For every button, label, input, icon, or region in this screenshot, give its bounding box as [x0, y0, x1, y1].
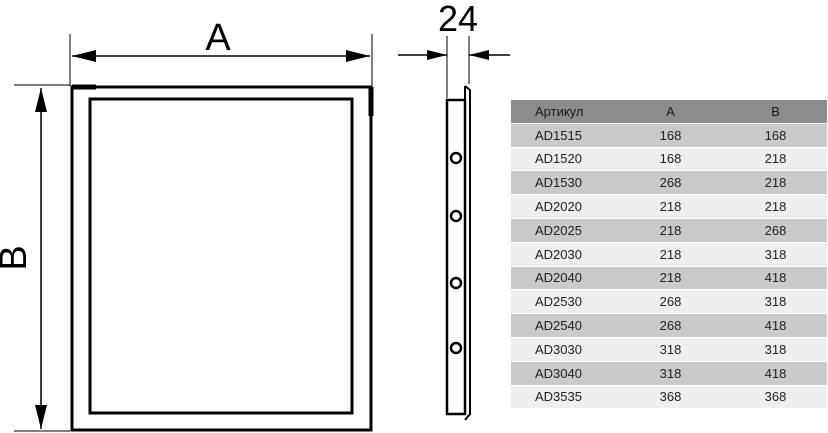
dimension-depth-label: 24	[438, 0, 478, 39]
front-view	[70, 84, 374, 432]
outer-frame	[70, 85, 373, 432]
article-cell: AD2540	[511, 313, 617, 338]
article-cell: AD1520	[511, 147, 617, 172]
table-header-row: Артикул A B	[511, 100, 827, 124]
dimension-a-cell: 318	[617, 361, 724, 386]
profile-body	[445, 98, 467, 416]
dimension-b-cell: 218	[724, 194, 827, 219]
dimension-a-cell: 368	[617, 385, 724, 410]
dimension-a-cell: 218	[617, 194, 724, 219]
article-cell: AD2040	[511, 266, 617, 291]
profile-lip	[464, 85, 471, 421]
article-cell: AD1530	[511, 170, 617, 196]
dimension-b-cell: 218	[724, 170, 827, 196]
dimension-b	[14, 84, 70, 432]
dimension-a-label: A	[205, 17, 231, 59]
dimension-b-cell: 418	[724, 361, 827, 386]
dimension-a-cell: 218	[617, 242, 724, 267]
dimension-a	[69, 34, 373, 86]
mounting-hole	[449, 276, 463, 290]
article-cell: AD2530	[511, 289, 617, 315]
dimension-b-cell: 368	[724, 385, 827, 410]
article-cell: AD2030	[511, 242, 617, 267]
article-cell: AD3030	[511, 337, 617, 362]
mounting-hole	[449, 341, 463, 355]
dim-depth-arrow-right	[469, 50, 489, 60]
dimension-b-cell: 318	[724, 242, 827, 267]
dimension-a-cell: 168	[617, 123, 724, 148]
article-cell: AD1515	[511, 123, 617, 148]
dim-depth-arrow-left	[427, 50, 447, 60]
dimension-b-cell: 418	[724, 266, 827, 291]
dim-a-arrow-left	[72, 50, 96, 62]
article-cell: AD2020	[511, 194, 617, 219]
dim-b-arrow-top	[35, 88, 47, 112]
dimension-a-cell: 268	[617, 289, 724, 315]
article-cell: AD2025	[511, 218, 617, 243]
dimension-depth	[398, 36, 510, 98]
dimension-a-cell: 218	[617, 218, 724, 243]
dimension-b-cell: 168	[724, 123, 827, 148]
dim-b-arrow-bottom	[35, 405, 47, 429]
dimension-b-cell: 318	[724, 337, 827, 362]
dimension-a-cell: 268	[617, 313, 724, 338]
dimension-b-cell: 318	[724, 289, 827, 315]
dimension-b-label: B	[0, 245, 35, 270]
dimension-b-cell: 218	[724, 147, 827, 172]
column-header-b: B	[724, 100, 827, 124]
article-cell: AD3535	[511, 385, 617, 410]
dimension-a-cell: 218	[617, 266, 724, 291]
dimension-b-cell: 418	[724, 313, 827, 338]
dimension-a-cell: 268	[617, 170, 724, 196]
column-header-a: A	[617, 100, 724, 124]
mounting-hole	[449, 209, 463, 223]
column-header-article: Артикул	[511, 100, 617, 124]
dimension-b-cell: 268	[724, 218, 827, 243]
side-profile	[445, 85, 471, 421]
dimension-a-cell: 168	[617, 147, 724, 172]
inner-panel	[88, 97, 354, 415]
mounting-hole	[449, 151, 463, 165]
dimension-a-cell: 318	[617, 337, 724, 362]
article-cell: AD3040	[511, 361, 617, 386]
dim-a-arrow-right	[346, 50, 370, 62]
